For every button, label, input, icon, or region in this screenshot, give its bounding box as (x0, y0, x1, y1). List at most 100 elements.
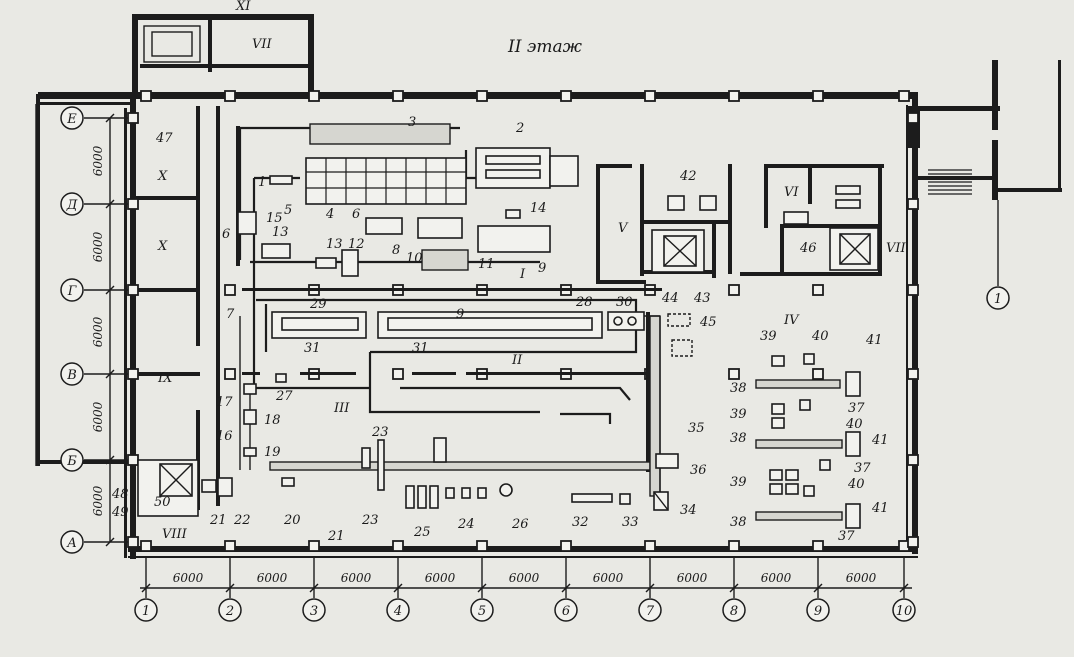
axis-label: 4 (393, 604, 402, 619)
axis-bubble (60, 448, 84, 472)
label-39b: 39 (730, 407, 747, 422)
label-30: 30 (616, 295, 633, 310)
column (560, 90, 572, 102)
label-37b: 37 (854, 461, 871, 476)
label-38a: 38 (730, 381, 747, 396)
label-39c: 39 (730, 475, 747, 490)
column (308, 90, 320, 102)
room-label-V: V (618, 221, 629, 236)
label-22: 22 (233, 513, 251, 528)
column (127, 368, 139, 380)
label-40b: 40 (845, 417, 863, 432)
label-18: 18 (264, 413, 281, 428)
room-label-VII-top: VII (252, 37, 273, 52)
label-45: 45 (699, 315, 717, 330)
axis-bubble (60, 362, 84, 386)
label-31b: 31 (412, 341, 429, 356)
label-10: 10 (406, 251, 423, 266)
dimension-label: 6000 (91, 231, 105, 262)
label-19: 19 (264, 445, 281, 460)
column (392, 540, 404, 552)
column (127, 536, 139, 548)
axis-bubble (892, 598, 916, 622)
interior-partitions (236, 126, 884, 472)
dimension-tick (105, 199, 115, 209)
dimension-tick (105, 113, 115, 123)
axis-bubble (60, 278, 84, 302)
label-2: 2 (515, 121, 524, 136)
dimension-tick (645, 583, 655, 593)
column (907, 112, 919, 124)
label-3: 3 (408, 115, 416, 130)
column (392, 368, 404, 380)
label-43: 43 (693, 291, 711, 306)
axis-label: А (66, 536, 77, 551)
label-25: 25 (413, 525, 431, 540)
label-47: 47 (155, 131, 173, 146)
column (728, 90, 740, 102)
dimension-label: 6000 (846, 571, 877, 585)
column (140, 90, 152, 102)
label-50: 50 (154, 495, 171, 510)
column (907, 198, 919, 210)
axis-bubble (470, 598, 494, 622)
axis-label: В (66, 368, 77, 383)
label-39a: 39 (760, 329, 777, 344)
dimension-lines (35, 104, 912, 589)
dimension-label: 6000 (257, 571, 288, 585)
label-38c: 38 (730, 515, 747, 530)
label-23b: 23 (361, 513, 379, 528)
column (127, 454, 139, 466)
label-40c: 40 (847, 477, 865, 492)
dimension-tick (225, 583, 235, 593)
section-bubble (986, 286, 1010, 310)
label-7: 7 (226, 307, 235, 322)
label-9-upper: 9 (538, 261, 546, 276)
label-9-furnace: 9 (456, 307, 464, 322)
column (812, 368, 824, 380)
dimension-label: 6000 (677, 571, 708, 585)
axis-label: Г (67, 284, 77, 299)
room-label-VIII: VIII (162, 527, 188, 542)
room-label-VII-right: VII (886, 241, 907, 256)
label-44: 44 (661, 291, 679, 306)
label-11: 11 (478, 257, 495, 272)
dimension-tick (477, 583, 487, 593)
column (224, 90, 236, 102)
column (728, 540, 740, 552)
label-31a: 31 (304, 341, 321, 356)
axis-bubble (302, 598, 326, 622)
dimension-label: 6000 (173, 571, 204, 585)
column (812, 90, 824, 102)
dimension-label: 6000 (425, 571, 456, 585)
room-label-III: III (333, 401, 350, 416)
axis-bubble (722, 598, 746, 622)
section-label: 1 (994, 292, 1002, 307)
axis-label: 10 (896, 604, 913, 619)
column (907, 368, 919, 380)
room-label-X-lower: X (157, 239, 168, 254)
column (898, 90, 910, 102)
label-14: 14 (530, 201, 547, 216)
label-34: 34 (680, 503, 697, 518)
axis-bubble (60, 530, 84, 554)
room-label-IV: IV (783, 313, 800, 328)
label-38b: 38 (730, 431, 747, 446)
column (127, 112, 139, 124)
dimension-label: 6000 (593, 571, 624, 585)
column (224, 284, 236, 296)
label-28: 28 (575, 295, 593, 310)
label-32: 32 (572, 515, 589, 530)
axis-bubble (386, 598, 410, 622)
column (907, 454, 919, 466)
axis-label: 7 (646, 604, 655, 619)
dimension-tick (105, 285, 115, 295)
label-41c: 41 (871, 501, 889, 516)
axis-label: Д (66, 198, 78, 213)
label-4: 4 (325, 207, 334, 222)
column (907, 536, 919, 548)
column (812, 540, 824, 552)
dimension-label: 6000 (91, 145, 105, 176)
